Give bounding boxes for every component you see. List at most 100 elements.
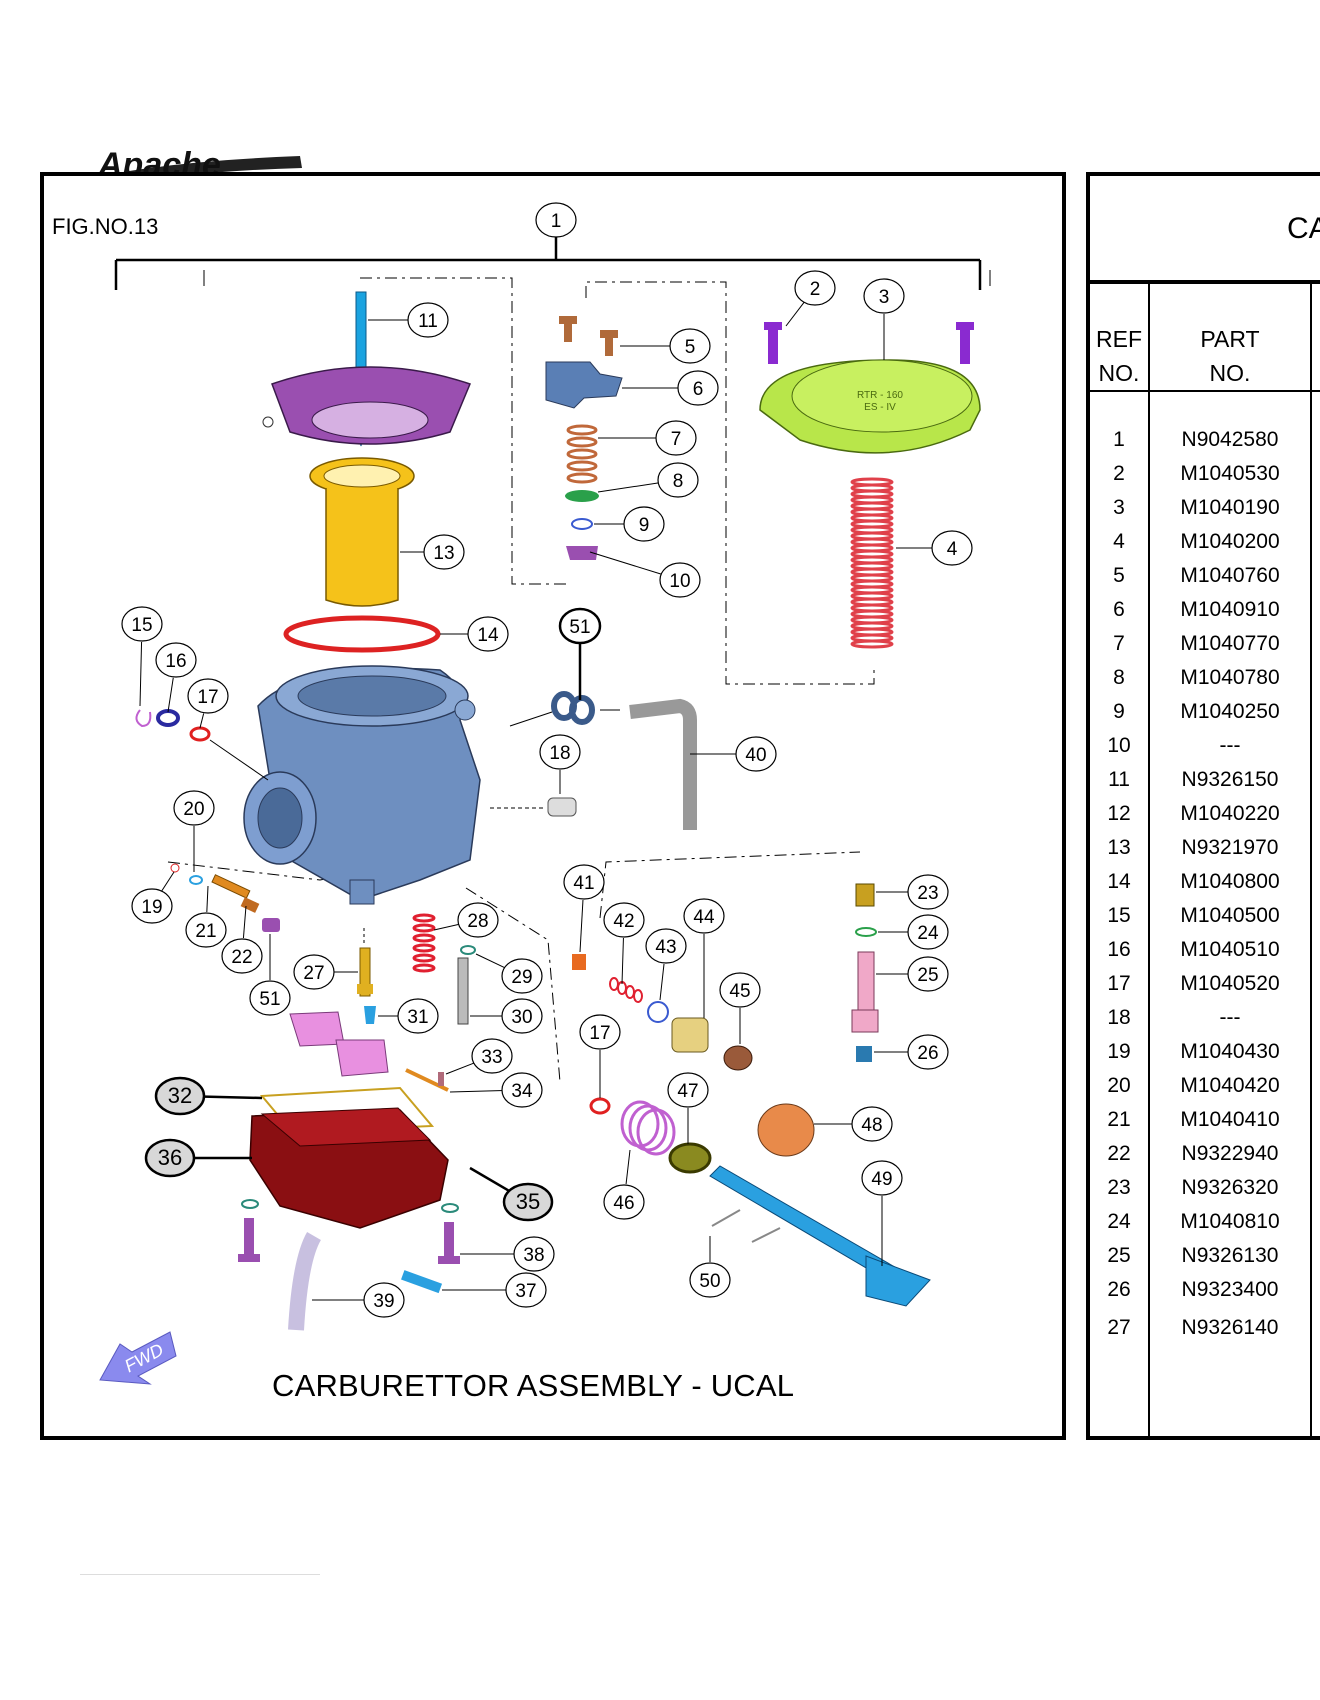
part-no-cell: M1040780 bbox=[1180, 666, 1280, 689]
callout-circle bbox=[863, 278, 905, 314]
part-no-cell: M1040910 bbox=[1180, 598, 1280, 621]
callout-circle bbox=[407, 302, 449, 338]
part-51-o-rings bbox=[551, 691, 595, 725]
part-26-jet bbox=[856, 1046, 872, 1062]
part-31-needle bbox=[364, 1006, 376, 1024]
callout-leader bbox=[206, 885, 209, 913]
part-no-cell: M1040430 bbox=[1180, 1040, 1280, 1063]
part-no-cell: M1040510 bbox=[1180, 938, 1280, 961]
part-no-cell: N9322940 bbox=[1181, 1142, 1279, 1165]
callout-number: 29 bbox=[511, 967, 532, 988]
ref-no-cell: 3 bbox=[1113, 496, 1125, 519]
callout-number: 48 bbox=[861, 1115, 882, 1136]
part-14-o-ring bbox=[283, 615, 441, 653]
callout-circle bbox=[173, 790, 215, 826]
callout-circle bbox=[794, 270, 836, 306]
callout-circle bbox=[603, 1184, 645, 1220]
callout-leader bbox=[469, 1166, 512, 1193]
callout-number: 17 bbox=[589, 1023, 610, 1044]
part-5-screws bbox=[559, 316, 618, 356]
callout-leader bbox=[242, 905, 247, 939]
callout-circle bbox=[667, 1072, 709, 1108]
callout-circle bbox=[677, 370, 719, 406]
callout-leader bbox=[139, 641, 143, 707]
ref-no-cell: 26 bbox=[1107, 1278, 1131, 1301]
callout-leader bbox=[589, 551, 663, 576]
callout-circle bbox=[659, 562, 701, 598]
callout-leader bbox=[625, 1149, 631, 1185]
callout-number: 42 bbox=[613, 911, 634, 932]
part-3-cover: RTR - 160 ES - IV bbox=[759, 359, 981, 454]
ref-no-cell: 4 bbox=[1113, 530, 1125, 553]
callout-circle bbox=[851, 1106, 893, 1142]
callout-circle bbox=[558, 607, 602, 645]
callout-circle bbox=[155, 642, 197, 678]
ref-no-cell: 24 bbox=[1107, 1210, 1131, 1233]
callout-circle bbox=[719, 972, 761, 1008]
callout-circle bbox=[735, 736, 777, 772]
callout-number: 1 bbox=[551, 211, 562, 232]
callout-number: 34 bbox=[511, 1081, 533, 1102]
callout-circle bbox=[363, 1282, 405, 1318]
callout-leader bbox=[785, 302, 805, 327]
callout-leader bbox=[659, 963, 665, 1001]
part-no-cell: N9326130 bbox=[1181, 1244, 1279, 1267]
part-no-cell: M1040520 bbox=[1180, 972, 1280, 995]
part-15-clip bbox=[135, 709, 152, 728]
callout-circle bbox=[121, 606, 163, 642]
fwd-arrow-icon: FWD bbox=[99, 1331, 177, 1385]
assembly-title: CARBURETTOR ASSEMBLY - UCAL bbox=[272, 1368, 795, 1403]
callout-number: 43 bbox=[655, 937, 676, 958]
callout-leader bbox=[449, 1089, 505, 1093]
callout-number: 40 bbox=[745, 745, 766, 766]
part-24-ring bbox=[855, 927, 877, 937]
callout-circle bbox=[513, 1236, 555, 1272]
callout-number: 36 bbox=[158, 1145, 182, 1170]
ref-no-cell: 21 bbox=[1107, 1108, 1131, 1131]
callout-circle bbox=[623, 506, 665, 542]
part-49-choke-shaft bbox=[709, 1165, 931, 1307]
ref-no-cell: 11 bbox=[1108, 768, 1130, 791]
callout-circle bbox=[501, 958, 543, 994]
part-47-washer bbox=[668, 1142, 712, 1174]
part-36-float-bowl bbox=[249, 1107, 449, 1229]
callout-number: 9 bbox=[639, 515, 650, 536]
callout-leader bbox=[433, 923, 461, 931]
callout-number: 27 bbox=[303, 963, 324, 984]
callout-circle bbox=[501, 998, 543, 1034]
part-46-spring bbox=[620, 1100, 676, 1156]
ref-no-cell: 7 bbox=[1113, 632, 1125, 655]
callout-number: 14 bbox=[477, 625, 499, 646]
callout-number: 22 bbox=[231, 947, 252, 968]
part-17-ring bbox=[189, 726, 211, 742]
callout-number: 7 bbox=[671, 429, 682, 450]
callout-circle bbox=[645, 928, 687, 964]
part-no-cell: M1040810 bbox=[1180, 1210, 1280, 1233]
part-23-jet bbox=[855, 883, 875, 907]
part-18-screw bbox=[547, 797, 577, 817]
part-37-screw bbox=[401, 1270, 443, 1294]
callout-circle bbox=[505, 1272, 547, 1308]
callout-circle bbox=[907, 1034, 949, 1070]
callout-circle bbox=[535, 202, 577, 238]
part-no-cell: M1040420 bbox=[1180, 1074, 1280, 1097]
ref-no-cell: 8 bbox=[1113, 666, 1125, 689]
callout-leader bbox=[597, 482, 661, 493]
svg-text:ES - IV: ES - IV bbox=[864, 402, 896, 413]
callout-number: 20 bbox=[183, 799, 204, 820]
exploded-diagram: RTR - 160 ES - IV bbox=[99, 202, 991, 1385]
callout-circle bbox=[907, 956, 949, 992]
part-no-cell: M1040200 bbox=[1180, 530, 1280, 553]
part-30-screw bbox=[457, 957, 469, 1025]
ref-no-cell: 16 bbox=[1107, 938, 1131, 961]
ref-no-cell: 18 bbox=[1107, 1006, 1131, 1029]
callout-circle bbox=[221, 938, 263, 974]
callout-circle bbox=[603, 902, 645, 938]
callout-number: 41 bbox=[573, 873, 594, 894]
callout-circle bbox=[249, 980, 291, 1016]
callout-number: 24 bbox=[917, 923, 939, 944]
figure-number-label: FIG.NO.13 bbox=[52, 214, 159, 239]
callout-leader bbox=[199, 713, 205, 729]
part-no-cell: N9326140 bbox=[1181, 1316, 1279, 1339]
callout-leader bbox=[199, 1095, 263, 1100]
